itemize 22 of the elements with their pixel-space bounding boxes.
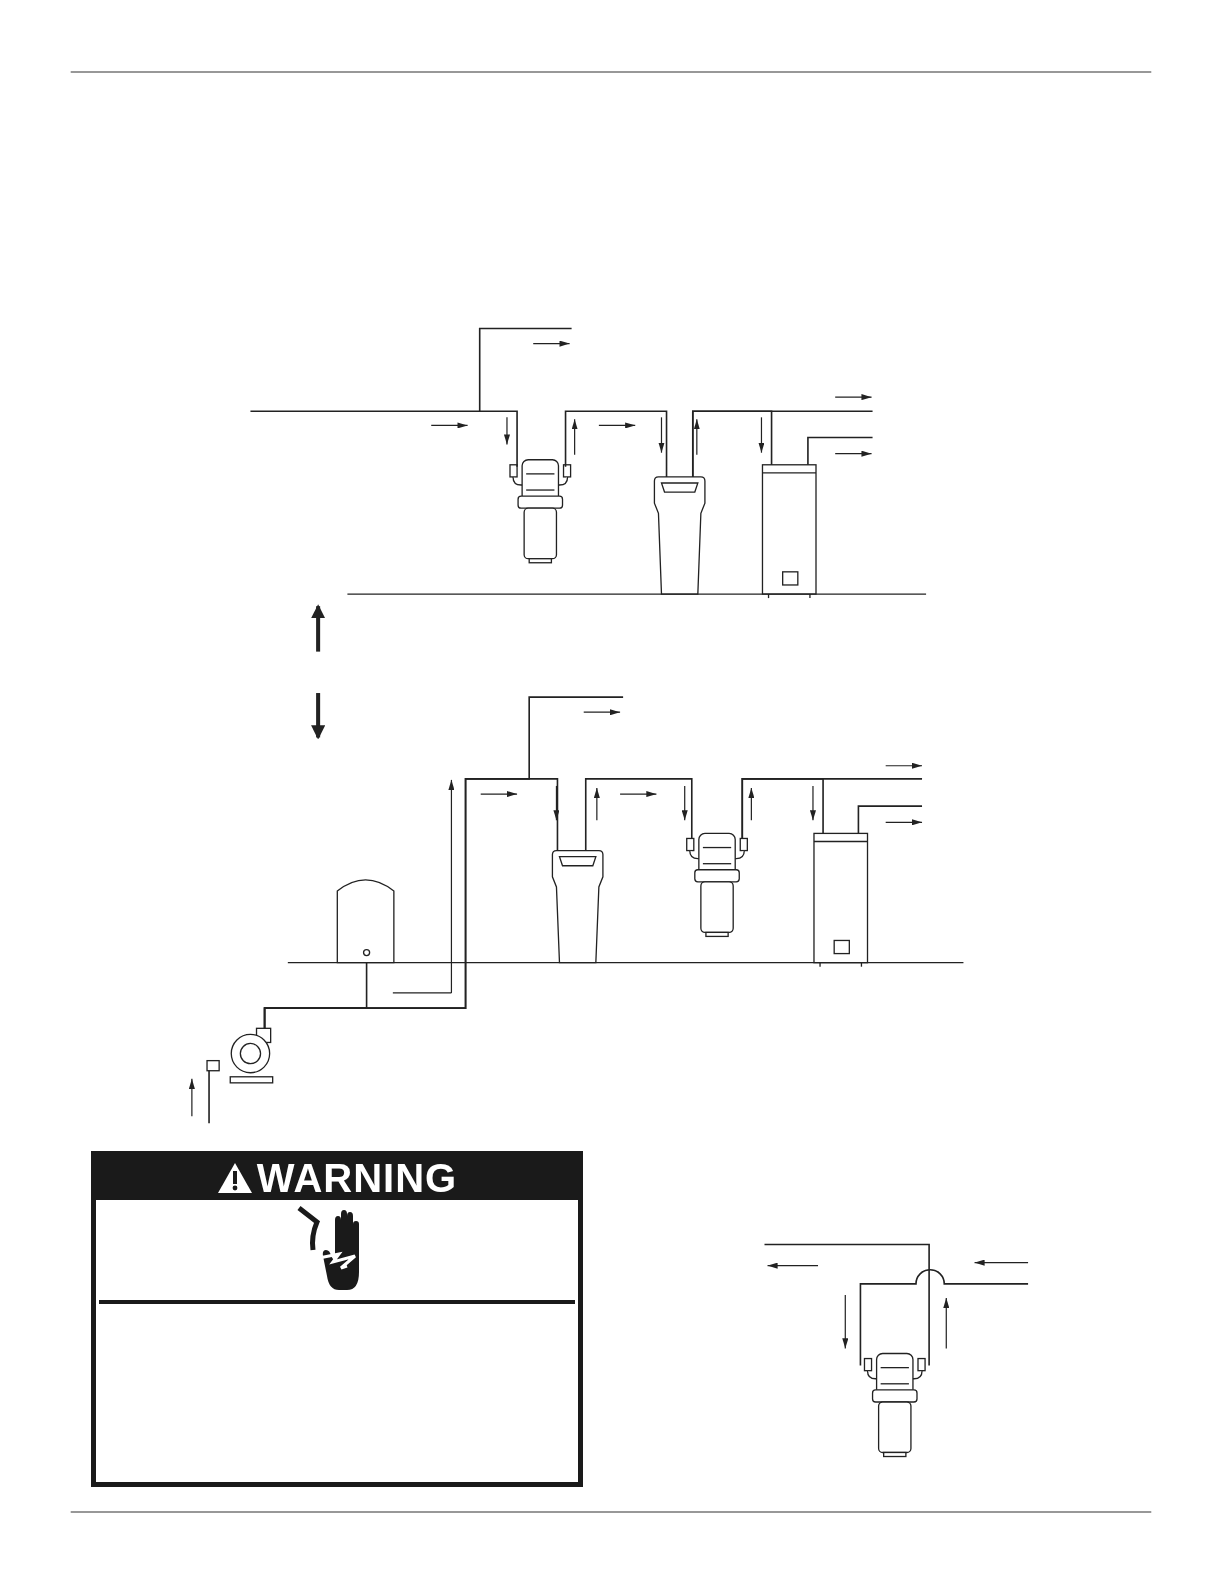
pipe	[857, 805, 923, 835]
water-heater-drawing	[813, 832, 869, 968]
pipe	[584, 778, 693, 852]
pipe	[208, 1069, 210, 1125]
water-filter-drawing	[686, 832, 748, 938]
pipe	[692, 410, 874, 478]
warning-heading: WARNING	[256, 1158, 458, 1198]
pipe	[859, 1268, 1029, 1367]
pipe	[263, 696, 624, 1030]
water-filter-drawing	[509, 459, 572, 564]
water-softener-drawing	[653, 476, 706, 595]
pump-drawing	[206, 1027, 274, 1084]
water-heater-drawing	[761, 464, 817, 599]
pipe	[564, 410, 668, 478]
water-filter-drawing	[863, 1352, 926, 1458]
pipe	[807, 436, 874, 466]
pipe	[249, 410, 518, 468]
water-softener-drawing	[551, 849, 604, 964]
warning-panel	[91, 1151, 583, 1487]
pipe	[741, 778, 923, 840]
pressure-tank-drawing	[336, 879, 395, 964]
pipe	[763, 1243, 930, 1367]
